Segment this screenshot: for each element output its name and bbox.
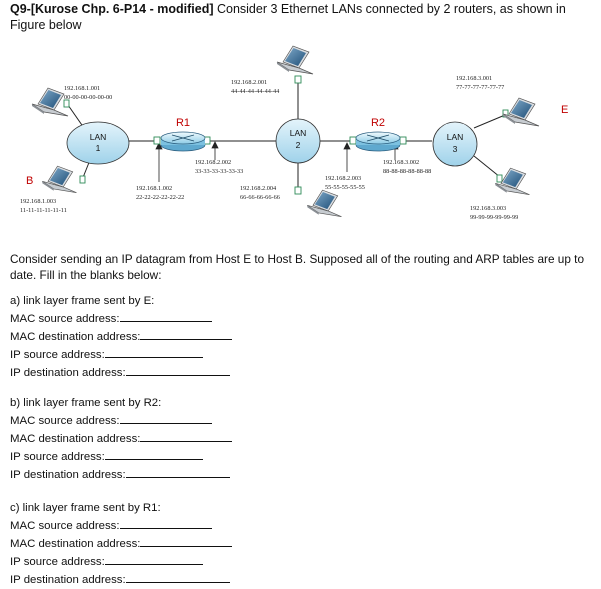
answer-blank[interactable] bbox=[119, 517, 212, 529]
answer-blank[interactable] bbox=[140, 430, 233, 442]
router-r2: R2 bbox=[355, 117, 401, 152]
lan1-bottom-mac: 11-11-11-11-11-11 bbox=[20, 207, 67, 214]
router-r2-label: R2 bbox=[371, 117, 385, 129]
lan2-bottom-ip: 192.168.2.004 bbox=[240, 185, 277, 192]
section-heading: a) link layer frame sent by E: bbox=[10, 295, 155, 307]
r2-lan2-ip: 192.168.2.003 bbox=[325, 175, 361, 182]
field-label: MAC source address: bbox=[10, 520, 120, 532]
r2-lan2-mac: 55-55-55-55-55 bbox=[325, 184, 365, 191]
router-r1-icon bbox=[171, 134, 195, 142]
answer-blank[interactable] bbox=[104, 448, 203, 460]
answer-blank[interactable] bbox=[125, 466, 230, 478]
lan2-top-ip: 192.168.2.001 bbox=[231, 79, 267, 86]
field-label: MAC destination address: bbox=[10, 538, 141, 550]
answer-blank[interactable] bbox=[140, 535, 233, 547]
interface-ports bbox=[63, 75, 509, 195]
answer-blank[interactable] bbox=[125, 571, 230, 583]
lan-2: LAN 2 bbox=[275, 118, 321, 164]
network-diagram: LAN 1 LAN 2 LAN 3 R1 R2 B bbox=[20, 45, 568, 221]
router-r2-icon bbox=[366, 134, 390, 142]
lan-2-label: LAN bbox=[290, 128, 307, 138]
r1-lan1-ip: 192.168.1.002 bbox=[136, 185, 172, 192]
answer-blank[interactable] bbox=[104, 553, 203, 565]
answer-blank[interactable] bbox=[140, 328, 233, 340]
section-heading: b) link layer frame sent by R2: bbox=[10, 397, 162, 409]
lan-2-number: 2 bbox=[296, 140, 301, 150]
lan3-top-ip: 192.168.3.001 bbox=[456, 75, 492, 82]
lan1-top-mac: 00-00-00-00-00-00 bbox=[64, 94, 112, 101]
r1-lan1-mac: 22-22-22-22-22-22 bbox=[136, 194, 184, 201]
field-label: IP source address: bbox=[10, 556, 105, 568]
lan2-bottom-mac: 66-66-66-66-66 bbox=[240, 194, 280, 201]
lan1-bottom-ip: 192.168.1.003 bbox=[20, 198, 56, 205]
field-label: MAC destination address: bbox=[10, 331, 141, 343]
lan3-bottom-ip: 192.168.3.003 bbox=[470, 205, 506, 212]
laptop-icon bbox=[31, 87, 69, 117]
lan-1-label: LAN bbox=[90, 132, 107, 142]
answer-blank[interactable] bbox=[119, 412, 212, 424]
laptop-icon bbox=[306, 189, 342, 218]
field-label: IP destination address: bbox=[10, 367, 126, 379]
address-labels: 192.168.1.001 00-00-00-00-00-00 192.168.… bbox=[20, 75, 518, 221]
section-heading: c) link layer frame sent by R1: bbox=[10, 502, 161, 514]
host-b-label: B bbox=[26, 175, 33, 187]
lan-3-label: LAN bbox=[447, 132, 464, 142]
lan1-top-ip: 192.168.1.001 bbox=[64, 85, 100, 92]
section-b: b) link layer frame sent by R2: MAC sour… bbox=[10, 395, 233, 484]
lan-3: LAN 3 bbox=[432, 121, 478, 167]
answer-blank[interactable] bbox=[119, 310, 212, 322]
lan-1: LAN 1 bbox=[66, 121, 130, 165]
host-e-label: E bbox=[561, 104, 568, 116]
lan-1-number: 1 bbox=[96, 143, 101, 153]
r1-lan2-mac: 33-33-33-33-33-33 bbox=[195, 168, 243, 175]
field-label: MAC destination address: bbox=[10, 433, 141, 445]
laptop-icon bbox=[276, 45, 314, 75]
answer-blank[interactable] bbox=[104, 346, 203, 358]
laptop-icon bbox=[41, 165, 77, 194]
lan3-top-mac: 77-77-77-77-77-77 bbox=[456, 84, 504, 91]
section-c: c) link layer frame sent by R1: MAC sour… bbox=[10, 500, 233, 589]
field-label: MAC source address: bbox=[10, 415, 120, 427]
r1-lan2-ip: 192.168.2.002 bbox=[195, 159, 231, 166]
field-label: IP destination address: bbox=[10, 574, 126, 586]
router-r1-label: R1 bbox=[176, 117, 190, 129]
question-text: Consider 3 Ethernet LANs connected by 2 … bbox=[10, 2, 566, 32]
r2-lan3-ip: 192.168.3.002 bbox=[383, 159, 419, 166]
question-title: Q9-[Kurose Chp. 6-P14 - modified] Consid… bbox=[10, 1, 595, 33]
instructions: Consider sending an IP datagram from Hos… bbox=[10, 252, 585, 282]
field-label: IP source address: bbox=[10, 349, 105, 361]
field-label: IP source address: bbox=[10, 451, 105, 463]
answer-blank[interactable] bbox=[125, 364, 230, 376]
field-label: MAC source address: bbox=[10, 313, 120, 325]
router-r1: R1 bbox=[160, 117, 206, 152]
lan3-bottom-mac: 99-99-99-99-99-99 bbox=[470, 214, 518, 221]
lan-3-number: 3 bbox=[453, 144, 458, 154]
r2-lan3-mac: 88-88-88-88-88-88 bbox=[383, 168, 431, 175]
question-number: Q9-[Kurose Chp. 6-P14 - modified] bbox=[10, 2, 214, 16]
lan2-top-mac: 44-44-44-44-44-44 bbox=[231, 88, 280, 95]
field-label: IP destination address: bbox=[10, 469, 126, 481]
section-a: a) link layer frame sent by E: MAC sourc… bbox=[10, 293, 233, 382]
